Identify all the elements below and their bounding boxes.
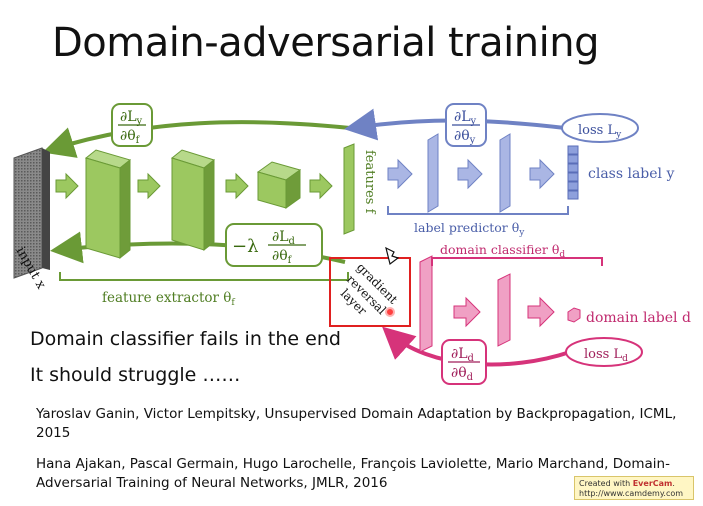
label-predictor-layer-2 [499,133,511,213]
reference-1: Yaroslav Ganin, Victor Lempitsky, Unsupe… [36,406,677,441]
forward-arrow-7 [529,158,555,190]
forward-arrow-4 [309,172,333,200]
feature-extractor-block-2 [170,149,216,252]
grad-d-f-prefix: −λ [232,236,259,257]
grad-d-d-num: ∂Ld [451,346,475,364]
grad-d-f-num: ∂Ld [272,229,296,247]
watermark-url: http://www.camdemy.com [579,489,684,498]
forward-arrow-8 [453,296,481,328]
evercam-watermark[interactable]: Created with EverCam. http://www.camdemy… [574,476,694,500]
domain-classifier-label: domain classifier θd [440,242,565,260]
note-line-1: Domain classifier fails in the end [30,328,341,350]
grad-y-y-den: ∂θy [454,128,476,146]
loss-d-ellipse [565,337,643,367]
feature-extractor-block-1 [84,149,132,260]
domain-label: domain label d [586,310,691,326]
loss-d-label: loss Ld [584,347,628,364]
features-vector [343,143,355,235]
grad-y-f-den: ∂θf [120,128,141,146]
class-label: class label y [588,166,674,182]
gradient-reversal-box [329,257,411,327]
domain-classifier-layer-2 [497,273,511,347]
watermark-line1: Created with [579,479,633,488]
pointer-icon [385,246,400,266]
domain-output [567,307,581,323]
grad-y-y-num: ∂Ly [454,109,477,127]
reference-2: Hana Ajakan, Pascal Germain, Hugo Laroch… [36,456,670,491]
forward-arrow-5 [387,158,413,190]
grad-d-d-den: ∂θd [451,365,474,383]
grad-y-f-num: ∂Ly [120,109,143,127]
grad-d-f-den: ∂θf [272,248,293,266]
features-label: features f [362,150,377,215]
note-line-2: It should struggle …… [30,364,241,386]
class-output [567,145,579,200]
forward-arrow-9 [527,296,555,328]
watermark-brand: EverCam [632,479,673,488]
domain-classifier-bracket [431,257,603,266]
input-image [13,147,50,279]
loss-y-ellipse [561,113,639,143]
slide-title: Domain-adversarial training [52,20,600,66]
forward-arrow-2 [137,172,161,200]
domain-classifier-layer-1 [419,255,433,353]
label-predictor-label: label predictor θy [414,220,525,238]
feature-extractor-block-3 [256,161,302,209]
cursor-dot [385,307,395,317]
feature-extractor-label: feature extractor θf [102,290,235,308]
forward-arrow-6 [457,158,483,190]
dann-diagram: ∂Ly ∂θf ∂Ly ∂θy −λ ∂Ld ∂θf ∂Ld ∂θd loss … [13,103,691,385]
label-predictor-layer-1 [427,133,439,213]
forward-arrow-3 [225,172,249,200]
feature-extractor-bracket [59,272,349,281]
forward-arrow-1 [55,172,79,200]
loss-y-label: loss Ly [578,123,622,140]
label-predictor-bracket [387,206,569,215]
backprop-arrow-top [42,120,351,158]
